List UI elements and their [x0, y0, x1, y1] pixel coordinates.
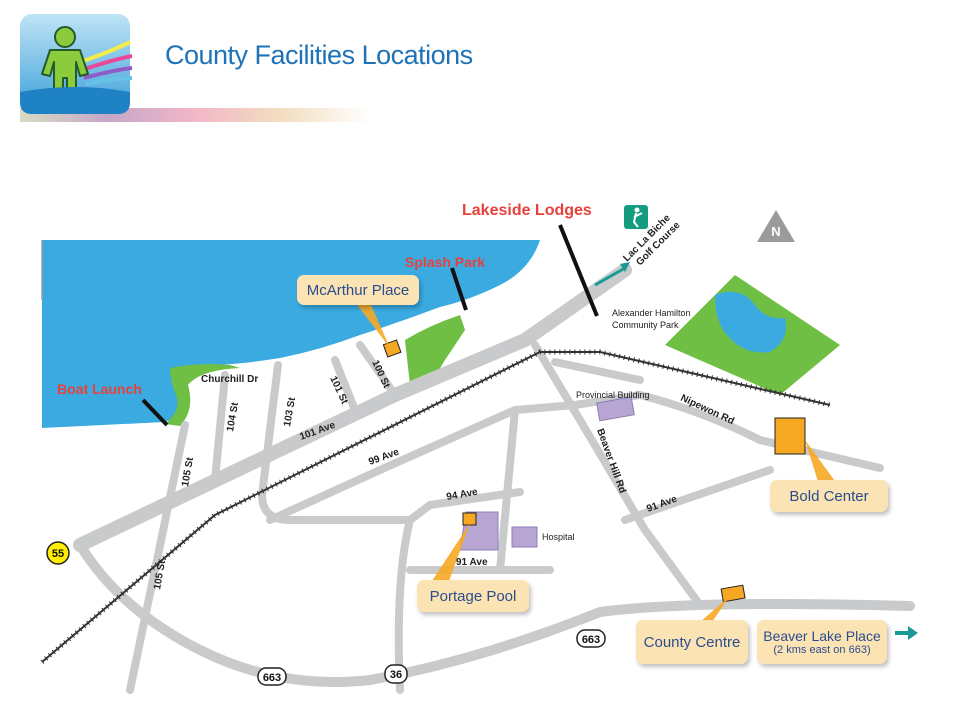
label-104-st: 104 St	[225, 401, 241, 433]
beaver-lake-place-label: Beaver Lake Place	[763, 628, 881, 644]
county-centre-facility	[720, 584, 746, 603]
mcarthur-place-label: McArthur Place	[306, 281, 410, 299]
beaver-lake-place-callout[interactable]: Beaver Lake Place (2 kms east on 663)	[757, 620, 887, 664]
bold-center-label: Bold Center	[789, 487, 869, 505]
highway-663-shield-b	[576, 629, 606, 648]
label-pointers	[141, 224, 599, 427]
boat-launch-label[interactable]: Boat Launch	[57, 381, 142, 397]
splash-park-label[interactable]: Splash Park	[405, 254, 486, 270]
label-105-st-a: 105 St	[180, 456, 196, 488]
label-park-line2: Community Park	[612, 320, 679, 330]
county-centre-callout[interactable]: County Centre	[636, 620, 748, 664]
north-letter: N	[771, 224, 780, 239]
lakeshore-park	[165, 364, 240, 426]
highway-663-label-a: 663	[263, 672, 281, 684]
portage-pool-label: Portage Pool	[429, 587, 517, 605]
label-91-ave-a: 91 Ave	[456, 557, 488, 568]
portage-facility	[462, 512, 477, 526]
mcarthur-place-callout[interactable]: McArthur Place	[297, 275, 419, 305]
county-centre-label: County Centre	[643, 633, 741, 651]
label-beaver-hill-rd: Beaver Hill Rd	[594, 427, 628, 494]
label-100-st: 100 St	[369, 359, 392, 391]
label-94-ave: 94 Ave	[446, 487, 479, 503]
label-park-line1: Alexander Hamilton	[612, 308, 691, 318]
park-pond	[715, 291, 786, 353]
highway-36-shield	[384, 664, 408, 684]
bold-center-callout[interactable]: Bold Center	[770, 480, 888, 512]
highway-55-label: 55	[52, 548, 64, 560]
north-arrow-icon	[757, 210, 795, 242]
bold-facility	[774, 417, 806, 455]
hospital-building	[511, 526, 538, 548]
highway-36-label: 36	[390, 669, 402, 681]
highway-663-label-b: 663	[582, 634, 600, 646]
callout-pointers	[352, 298, 840, 622]
label-churchill: Churchill Dr	[201, 374, 258, 385]
mcarthur-park	[405, 315, 465, 385]
highway-663-shield-a	[257, 667, 287, 686]
beaver-lake-place-note: (2 kms east on 663)	[773, 644, 871, 656]
portage-pool-callout[interactable]: Portage Pool	[417, 580, 529, 612]
label-hospital: Hospital	[542, 532, 575, 542]
provincial-building	[596, 396, 635, 422]
label-103-st: 103 St	[282, 396, 298, 428]
beaver-lake-arrow	[895, 626, 918, 640]
label-105-st-b: 105 St	[152, 559, 168, 591]
highway-55-shield	[46, 541, 70, 565]
label-91-ave-b: 91 Ave	[645, 494, 679, 515]
lakeside-lodges-label[interactable]: Lakeside Lodges	[462, 202, 592, 219]
golf-icon	[624, 205, 648, 229]
golf-direction-arrow	[594, 262, 630, 287]
railway	[40, 349, 831, 664]
label-provincial: Provincial Building	[576, 390, 650, 400]
page-title: County Facilities Locations	[165, 40, 473, 70]
roads	[73, 263, 915, 694]
county-logo	[20, 14, 370, 122]
